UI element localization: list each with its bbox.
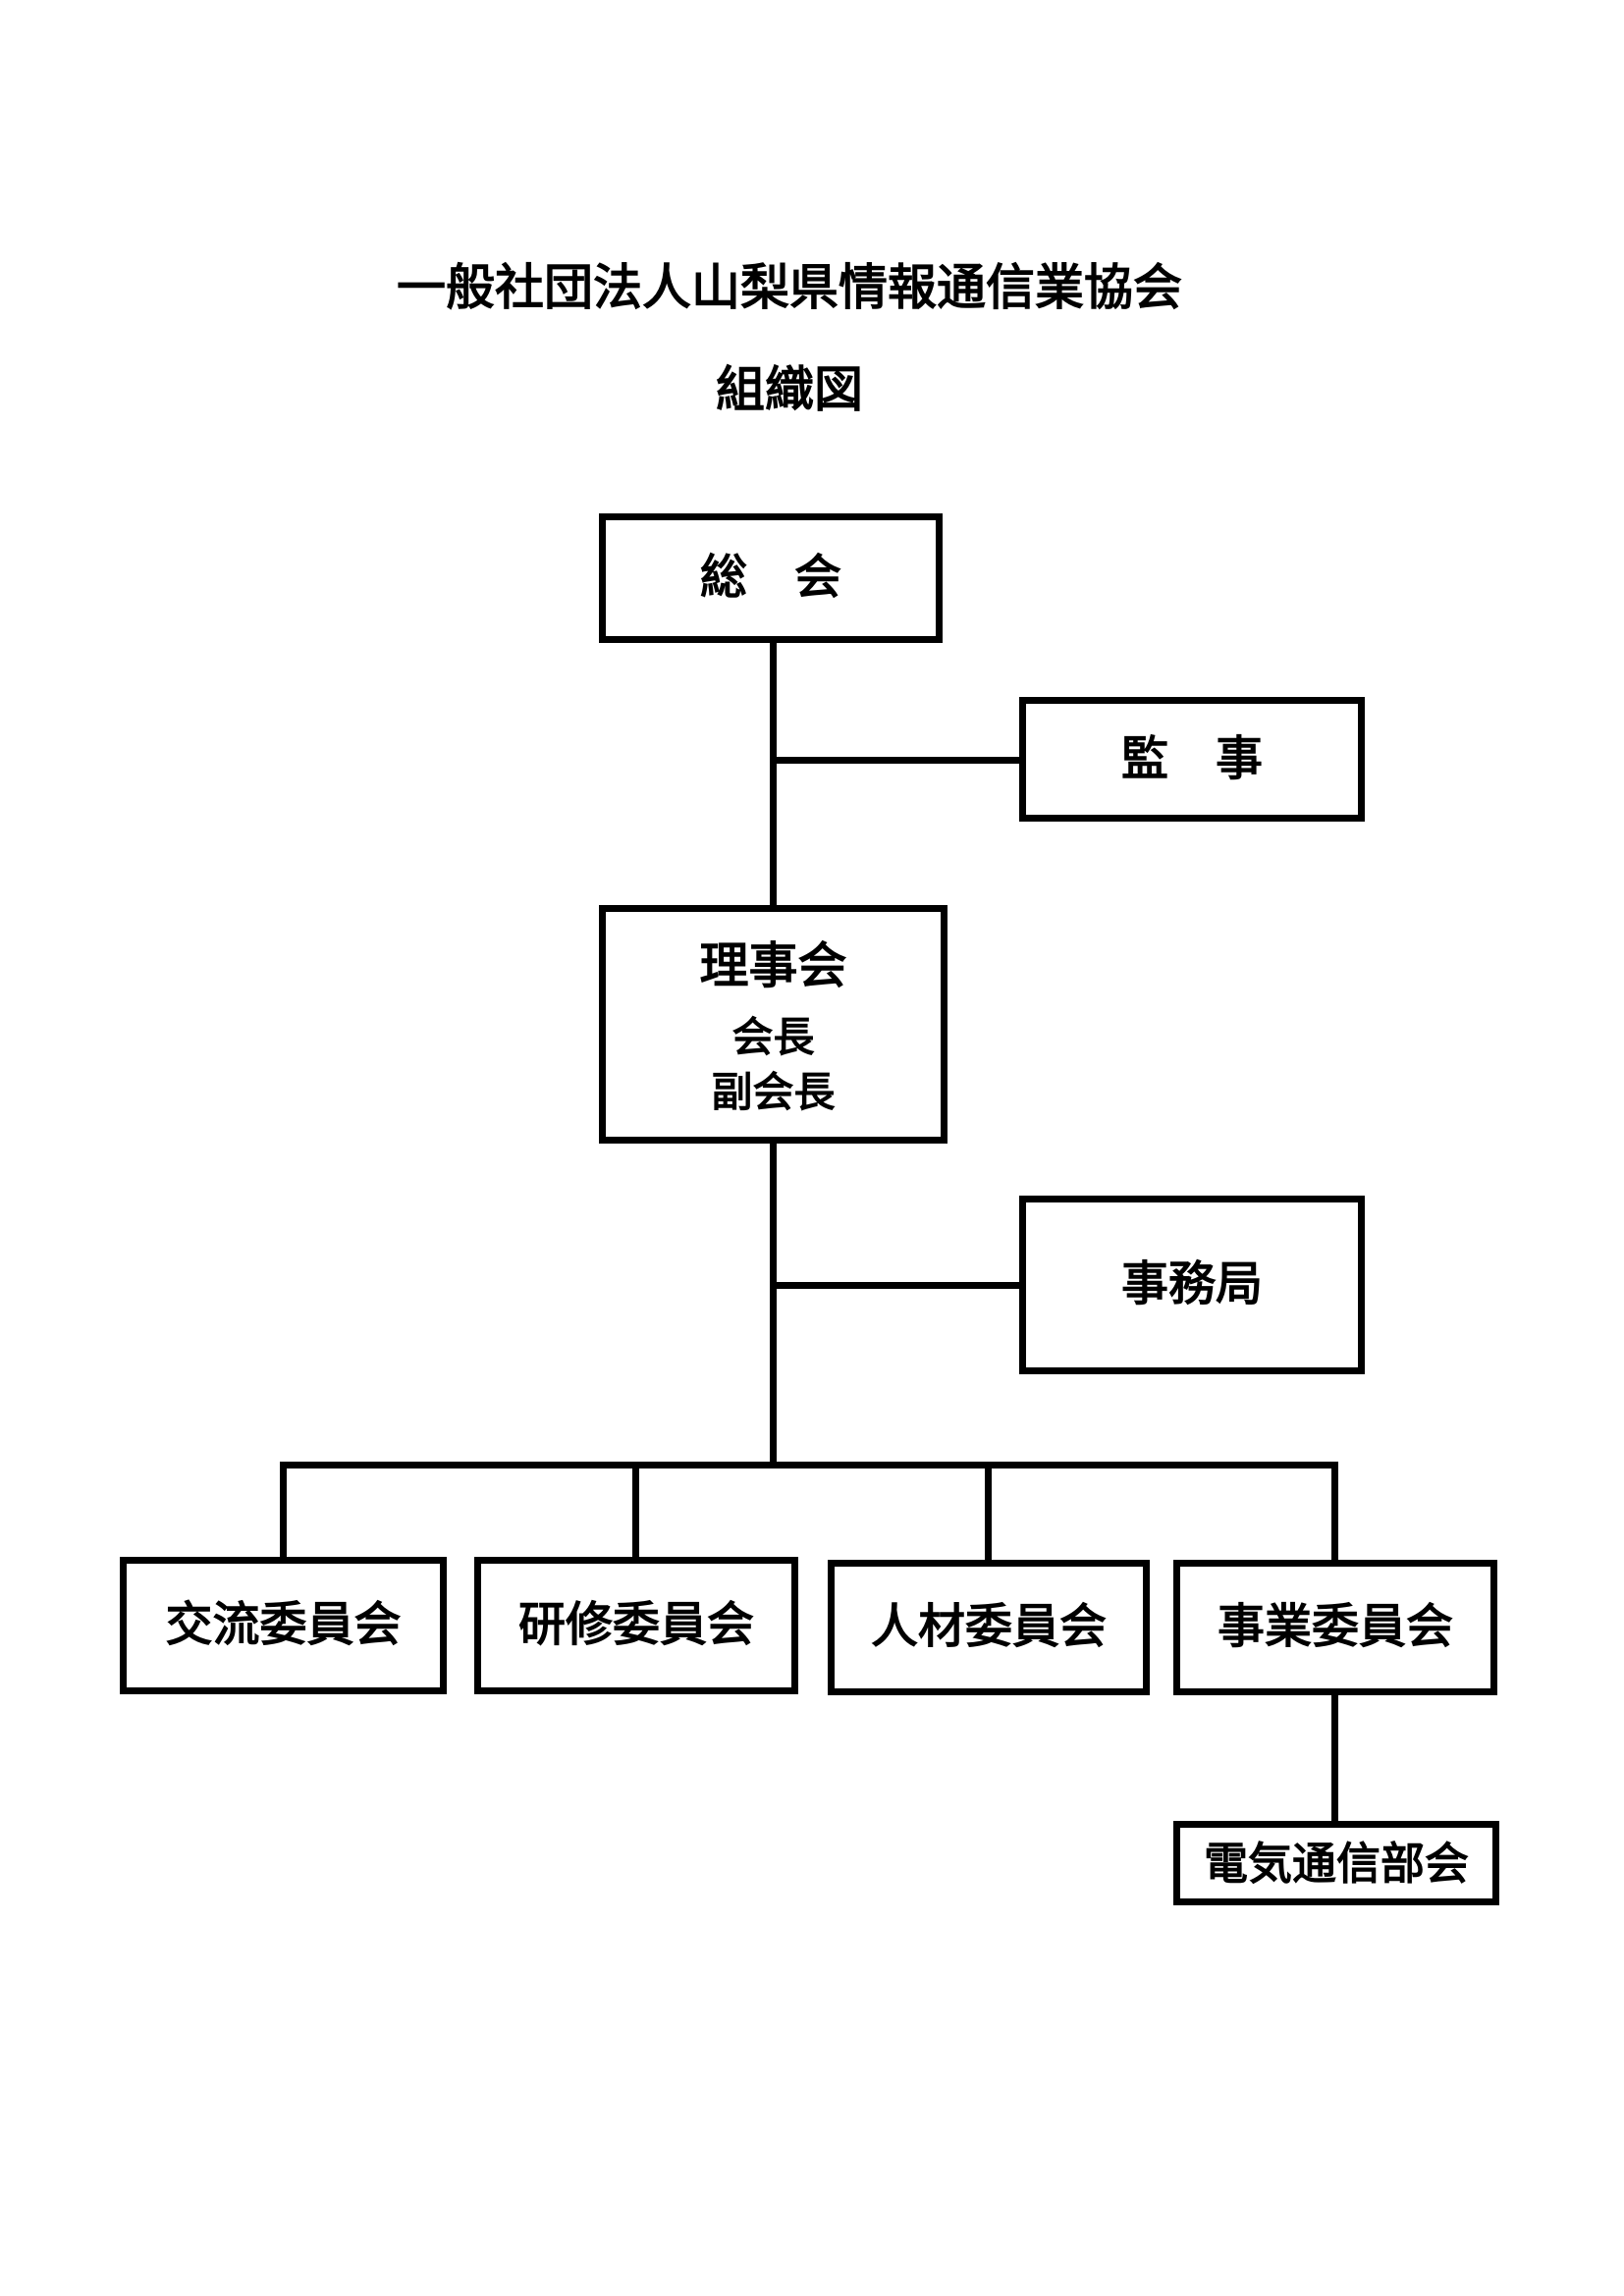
- connector-drop-exchange-committee: [280, 1462, 287, 1560]
- page-subtitle: 組織図: [716, 362, 863, 417]
- node-auditor-label: 監 事: [1120, 732, 1263, 785]
- node-secretariat-label: 事務局: [1120, 1258, 1263, 1310]
- node-committee-exchange-label: 交流委員会: [165, 1599, 402, 1651]
- node-secretariat: 事務局: [1019, 1196, 1365, 1374]
- connector-drop-training-committee: [632, 1462, 639, 1560]
- node-committee-business: 事業委員会: [1173, 1560, 1497, 1695]
- node-committee-business-label: 事業委員会: [1217, 1601, 1453, 1653]
- connector-committees-horizontal: [280, 1462, 1338, 1468]
- node-board-vice-chairman-label: 副会長: [711, 1068, 836, 1115]
- connector-board-to-committees: [770, 1141, 777, 1468]
- node-general-assembly-label: 総 会: [699, 552, 841, 604]
- node-committee-hr: 人材委員会: [828, 1560, 1150, 1695]
- connector-branch-auditor: [770, 757, 1023, 764]
- connector-drop-business-committee: [1331, 1462, 1338, 1563]
- connector-business-to-telecom: [1331, 1692, 1338, 1824]
- node-board-of-directors: 理事会 会長 副会長: [599, 905, 947, 1144]
- node-committee-exchange: 交流委員会: [120, 1557, 447, 1694]
- node-board-label: 理事会: [699, 937, 847, 993]
- node-committee-training-label: 研修委員会: [517, 1599, 754, 1651]
- page-title: 一般社団法人山梨県情報通信業協会: [397, 260, 1182, 315]
- node-subcommittee-telecom-label: 電気通信部会: [1203, 1838, 1469, 1889]
- node-general-assembly: 総 会: [599, 513, 943, 643]
- connector-drop-hr-committee: [985, 1462, 992, 1563]
- node-auditor: 監 事: [1019, 697, 1365, 822]
- node-committee-hr-label: 人材委員会: [870, 1601, 1107, 1653]
- node-board-chairman-label: 会長: [731, 1013, 815, 1060]
- connector-assembly-to-board: [770, 638, 777, 911]
- node-committee-training: 研修委員会: [474, 1557, 798, 1694]
- node-subcommittee-telecom: 電気通信部会: [1173, 1821, 1499, 1905]
- connector-branch-secretariat: [770, 1282, 1023, 1289]
